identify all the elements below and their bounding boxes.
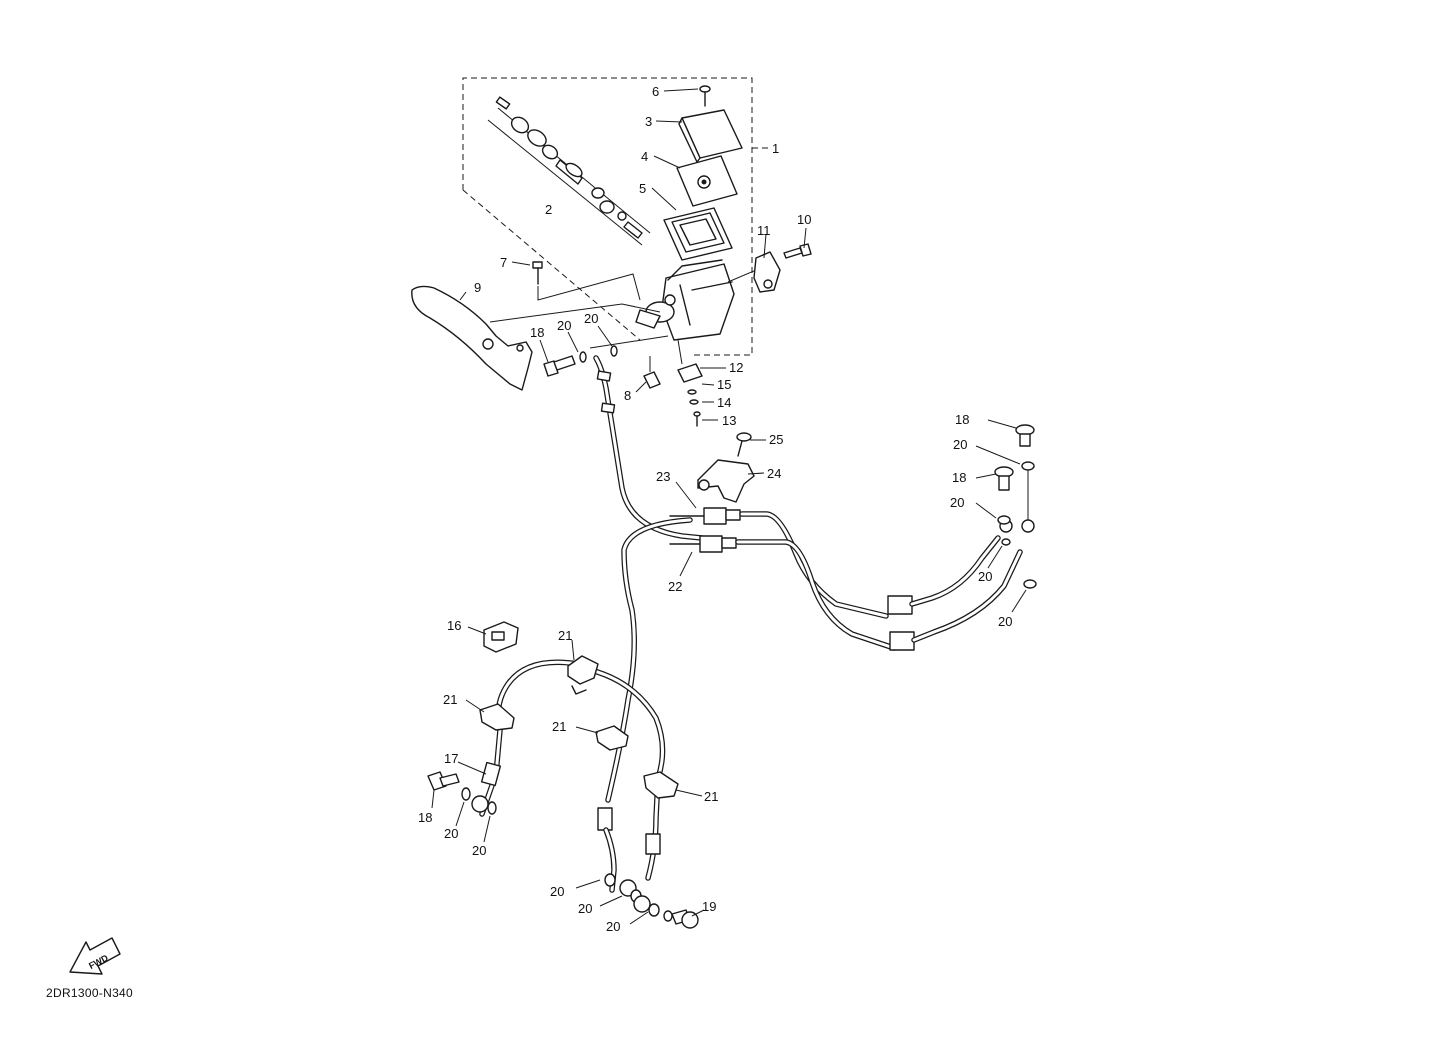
callout-20-lower-left-a: 20 [444,826,458,841]
callout-8: 8 [624,388,631,403]
switch-screw-part [687,389,701,427]
hose-clamp-middle-part [595,725,629,751]
hose-clamp-lower-part [643,771,679,799]
callout-20-lower-a: 20 [550,884,564,899]
hose-joint-bracket-part [697,459,755,503]
diaphragm-part [663,207,733,261]
callout-14: 14 [717,395,731,410]
callout-24: 24 [767,466,781,481]
callout-labels: 1 2 3 4 5 6 7 8 9 10 11 12 13 14 15 16 1… [418,84,1012,934]
hose-clamp-left-part [479,703,515,731]
callout-20-lower-c: 20 [606,919,620,934]
callout-18-right-upper: 18 [955,412,969,427]
callout-21-upper: 21 [558,628,572,643]
callout-20-right-d: 20 [998,614,1012,629]
callout-25: 25 [769,432,783,447]
callout-18-right-lower: 18 [952,470,966,485]
fwd-arrow-icon: FWD [69,937,121,975]
callout-20-lower-left-b: 20 [472,843,486,858]
callout-21-left: 21 [443,692,457,707]
callout-20-right-b: 20 [950,495,964,510]
union-bolt-19-part [604,873,699,929]
hose-clamp-upper-part [567,655,599,695]
bolt-8-part [643,356,661,389]
brake-switch-part [677,339,703,383]
bracket-bolt-part [736,432,752,457]
abs-sensor-part [483,621,519,653]
callout-21-lower: 21 [704,789,718,804]
callout-19: 19 [702,899,716,914]
callout-20-upper-b: 20 [584,311,598,326]
brake-hose-abs-branch [479,659,666,881]
callout-9: 9 [474,280,481,295]
callout-17: 17 [444,751,458,766]
callout-18-lower-left: 18 [418,810,432,825]
callout-20-right-c: 20 [978,569,992,584]
callout-20-lower-b: 20 [578,901,592,916]
callout-16: 16 [447,618,461,633]
callout-4: 4 [641,149,648,164]
union-bolt-lower-left-part [427,771,497,815]
callout-3: 3 [645,114,652,129]
callout-11: 11 [757,223,771,238]
brake-hose-main [593,355,705,541]
callout-6: 6 [652,84,659,99]
lever-pivot-bolt-part [532,261,641,301]
master-cylinder-body-part [635,259,769,341]
callout-18-upper: 18 [530,325,544,340]
callout-22: 22 [668,579,682,594]
callout-7: 7 [500,255,507,270]
diagram-code: 2DR1300-N340 [46,986,133,1000]
union-bolt-part [543,335,669,377]
callout-12: 12 [729,360,743,375]
callout-5: 5 [639,181,646,196]
callout-13: 13 [722,413,736,428]
brake-lever-part [411,285,661,391]
callout-23: 23 [656,469,670,484]
cap-screw-part [699,85,711,107]
callout-15: 15 [717,377,731,392]
holder-bolt-part [783,243,812,259]
callout-20-right-a: 20 [953,437,967,452]
reservoir-cap-part [678,109,743,163]
callout-21-middle: 21 [552,719,566,734]
union-bolt-right-upper-part [1015,424,1035,447]
callout-leaders [431,88,1027,925]
callout-20-upper-a: 20 [557,318,571,333]
master-cylinder-holder-part [753,251,781,293]
brake-hose-right-caliper [735,461,1037,651]
union-bolt-right-lower-part [994,466,1014,491]
piston-kit-part [487,96,651,246]
callout-10: 10 [797,212,811,227]
callout-2: 2 [545,202,552,217]
brake-hose-joint-part [669,507,741,553]
callout-1: 1 [772,141,779,156]
master-cylinder-assembly-boundary [462,77,768,356]
diaphragm-plate-part [676,155,738,207]
